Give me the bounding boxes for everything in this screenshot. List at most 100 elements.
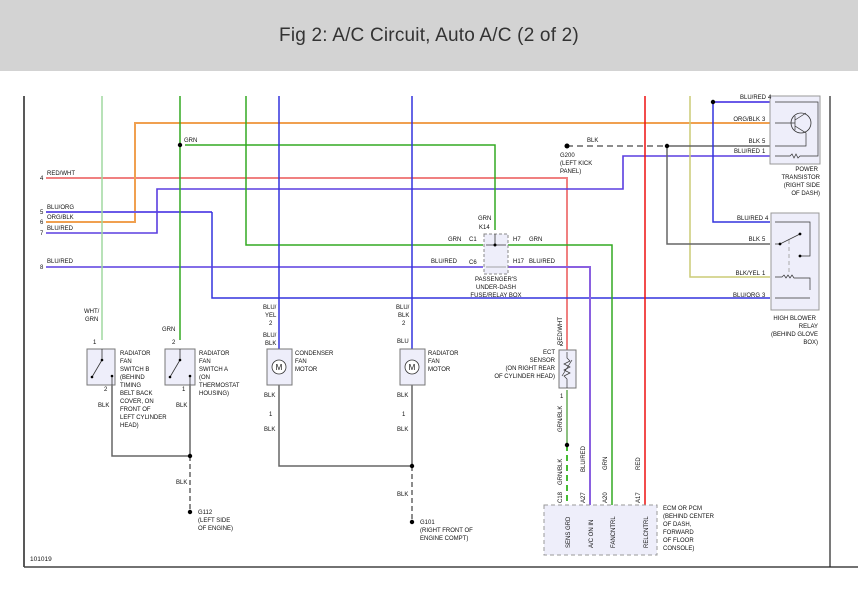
- pin-h17: H17: [513, 259, 525, 265]
- transistor-pin-1: 1: [762, 149, 766, 155]
- ecm-func-relcntrl: RELCNTRL: [644, 516, 650, 548]
- switch-b-pin-bot: 2: [104, 387, 108, 393]
- pin-8-number: 8: [40, 265, 44, 271]
- fuse-box-label-1: PASSENGER'S: [475, 277, 517, 283]
- transistor-label-4: OF DASH): [791, 191, 820, 197]
- figure-header: Fig 2: A/C Circuit, Auto A/C (2 of 2): [0, 0, 858, 71]
- wire-grn-k14: [185, 144, 496, 230]
- switch-contact-dot: [90, 375, 94, 379]
- ecm-pin-a27: A27: [581, 492, 587, 503]
- pin-6-wire: ORG/BLK: [47, 215, 74, 221]
- pin-k14: K14: [479, 225, 490, 231]
- condenser-label-2: FAN: [295, 359, 307, 365]
- pin-7-number: 7: [40, 231, 44, 237]
- relay-label-1: HIGH BLOWER: [773, 316, 816, 322]
- ecm-func-fancntrl: FANCNTRL: [611, 516, 617, 548]
- g200-label-3: PANEL): [560, 169, 581, 175]
- relay-pin-4: 4: [765, 216, 769, 222]
- fuse-box-label-3: FUSE/RELAY BOX: [470, 293, 521, 299]
- relay-contact-dot: [778, 242, 782, 246]
- ground-g200-icon: [564, 143, 570, 149]
- wire-blk-relay: [666, 146, 770, 245]
- svg-text:ECM OR PCM: ECM OR PCM: [663, 506, 702, 512]
- wire-label-blu-blk-rad-2: BLK: [398, 313, 409, 319]
- relay-contact-dot: [798, 254, 802, 258]
- svg-text:(BEHIND CENTER: (BEHIND CENTER: [663, 514, 715, 520]
- svg-text:CONSOLE): CONSOLE): [663, 546, 694, 552]
- transistor-label-3: (RIGHT SIDE: [784, 183, 820, 189]
- pin-4-wire: RED/WHT: [47, 171, 75, 177]
- transistor-pin-3-wire: ORG/BLK: [733, 117, 760, 123]
- relay-pin-5: 5: [762, 237, 766, 243]
- junction-dot: [493, 243, 497, 247]
- wire-blu-org: [211, 212, 770, 299]
- g101-label-3: ENGINE COMPT): [420, 536, 468, 542]
- relay-label-3: (BEHIND GLOVE: [771, 332, 818, 338]
- transistor-pin-1-wire: BLU/RED: [734, 149, 761, 155]
- transistor-pin-3: 3: [762, 117, 766, 123]
- wire-label-grn-k14: GRN: [478, 216, 491, 222]
- g101-label-2: (RIGHT FRONT OF: [420, 528, 473, 534]
- relay-pin-1-wire: BLK/YEL: [736, 271, 761, 277]
- motor-symbol: M: [409, 363, 416, 372]
- relay-label-4: BOX): [803, 340, 818, 346]
- ect-label-2: SENSOR: [530, 358, 556, 364]
- transistor-label-2: TRANSISTOR: [781, 175, 820, 181]
- pin-5-wire: BLU/ORG: [47, 205, 74, 211]
- transistor-pin-4-wire: BLU/RED: [740, 95, 767, 101]
- switch-a-pin-bot: 1: [182, 387, 186, 393]
- ecm-func-ac-on-in: A/C ON IN: [589, 520, 595, 548]
- wire-grn-c1: [245, 96, 483, 246]
- svg-text:FAN: FAN: [120, 359, 132, 365]
- high-blower-relay-box: [770, 212, 820, 311]
- wire-label-red-wht-ect: RED/WHT: [558, 317, 564, 345]
- svg-text:FAN: FAN: [199, 359, 211, 365]
- transistor-pin-5-wire: BLK: [749, 139, 760, 145]
- relay-label-2: RELAY: [799, 324, 818, 330]
- transistor-label-1: POWER: [795, 167, 818, 173]
- wire-label-blk-cond-2: BLK: [264, 427, 275, 433]
- radiator-pin-top: 2: [402, 321, 406, 327]
- ect-sensor-box: [558, 349, 577, 389]
- wire-label-wht-grn-1: WHT/: [84, 309, 100, 315]
- ect-label-4: OF CYLINDER HEAD): [494, 374, 555, 380]
- wire-label-grn: GRN: [184, 138, 197, 144]
- wire-label-blu-yel-2: YEL: [265, 313, 277, 319]
- relay-pin-1: 1: [762, 271, 766, 277]
- transistor-pin-5: 5: [762, 139, 766, 145]
- relay-pin-5-wire: BLK: [749, 237, 760, 243]
- figure-title: Fig 2: A/C Circuit, Auto A/C (2 of 2): [279, 24, 579, 46]
- figure-id: 101019: [30, 556, 52, 563]
- switch-a-pin-top: 2: [172, 340, 176, 346]
- condenser-label-1: CONDENSER: [295, 351, 334, 357]
- radiator-pin-bot: 1: [402, 412, 406, 418]
- wire-label-blu-yel-1: BLU/: [263, 305, 277, 311]
- wire-label-grn-blk-ect: GRN/BLK: [558, 406, 564, 432]
- svg-text:RADIATOR: RADIATOR: [199, 351, 230, 357]
- svg-text:(ON: (ON: [199, 375, 210, 381]
- wire-label-blk-g101: BLK: [397, 492, 408, 498]
- wire-label-blu-blk-rad-1: BLU/: [396, 305, 410, 311]
- motor-icon: [271, 359, 287, 375]
- wire-grn-h7: [505, 244, 613, 518]
- svg-text:BELT BACK: BELT BACK: [120, 391, 152, 397]
- relay-pin-3: 3: [762, 293, 766, 299]
- svg-text:(BEHIND: (BEHIND: [120, 375, 145, 381]
- junction-dot: [409, 463, 415, 469]
- svg-text:FORWARD: FORWARD: [663, 530, 694, 536]
- g112-label-3: OF ENGINE): [198, 526, 233, 532]
- fuse-box-label-2: UNDER-DASH: [476, 285, 516, 291]
- pin-6-number: 6: [40, 220, 44, 226]
- wire-blu-red-r4: [712, 102, 770, 223]
- junction-dot: [710, 99, 716, 105]
- wire-label-wht-grn-2: GRN: [85, 317, 98, 323]
- switch-contact-dot: [178, 358, 182, 362]
- radiator-label-3: MOTOR: [428, 367, 451, 373]
- relay-pin-3-wire: BLU/ORG: [733, 293, 760, 299]
- wire-label-grn-sw-a: GRN: [162, 327, 175, 333]
- wire-label-blu-blk-2: BLK: [265, 341, 276, 347]
- junction-dot: [564, 442, 570, 448]
- radiator-label-1: RADIATOR: [428, 351, 459, 357]
- wire-label-grn-ecm: GRN: [603, 457, 609, 470]
- svg-text:HOUSING): HOUSING): [199, 391, 229, 397]
